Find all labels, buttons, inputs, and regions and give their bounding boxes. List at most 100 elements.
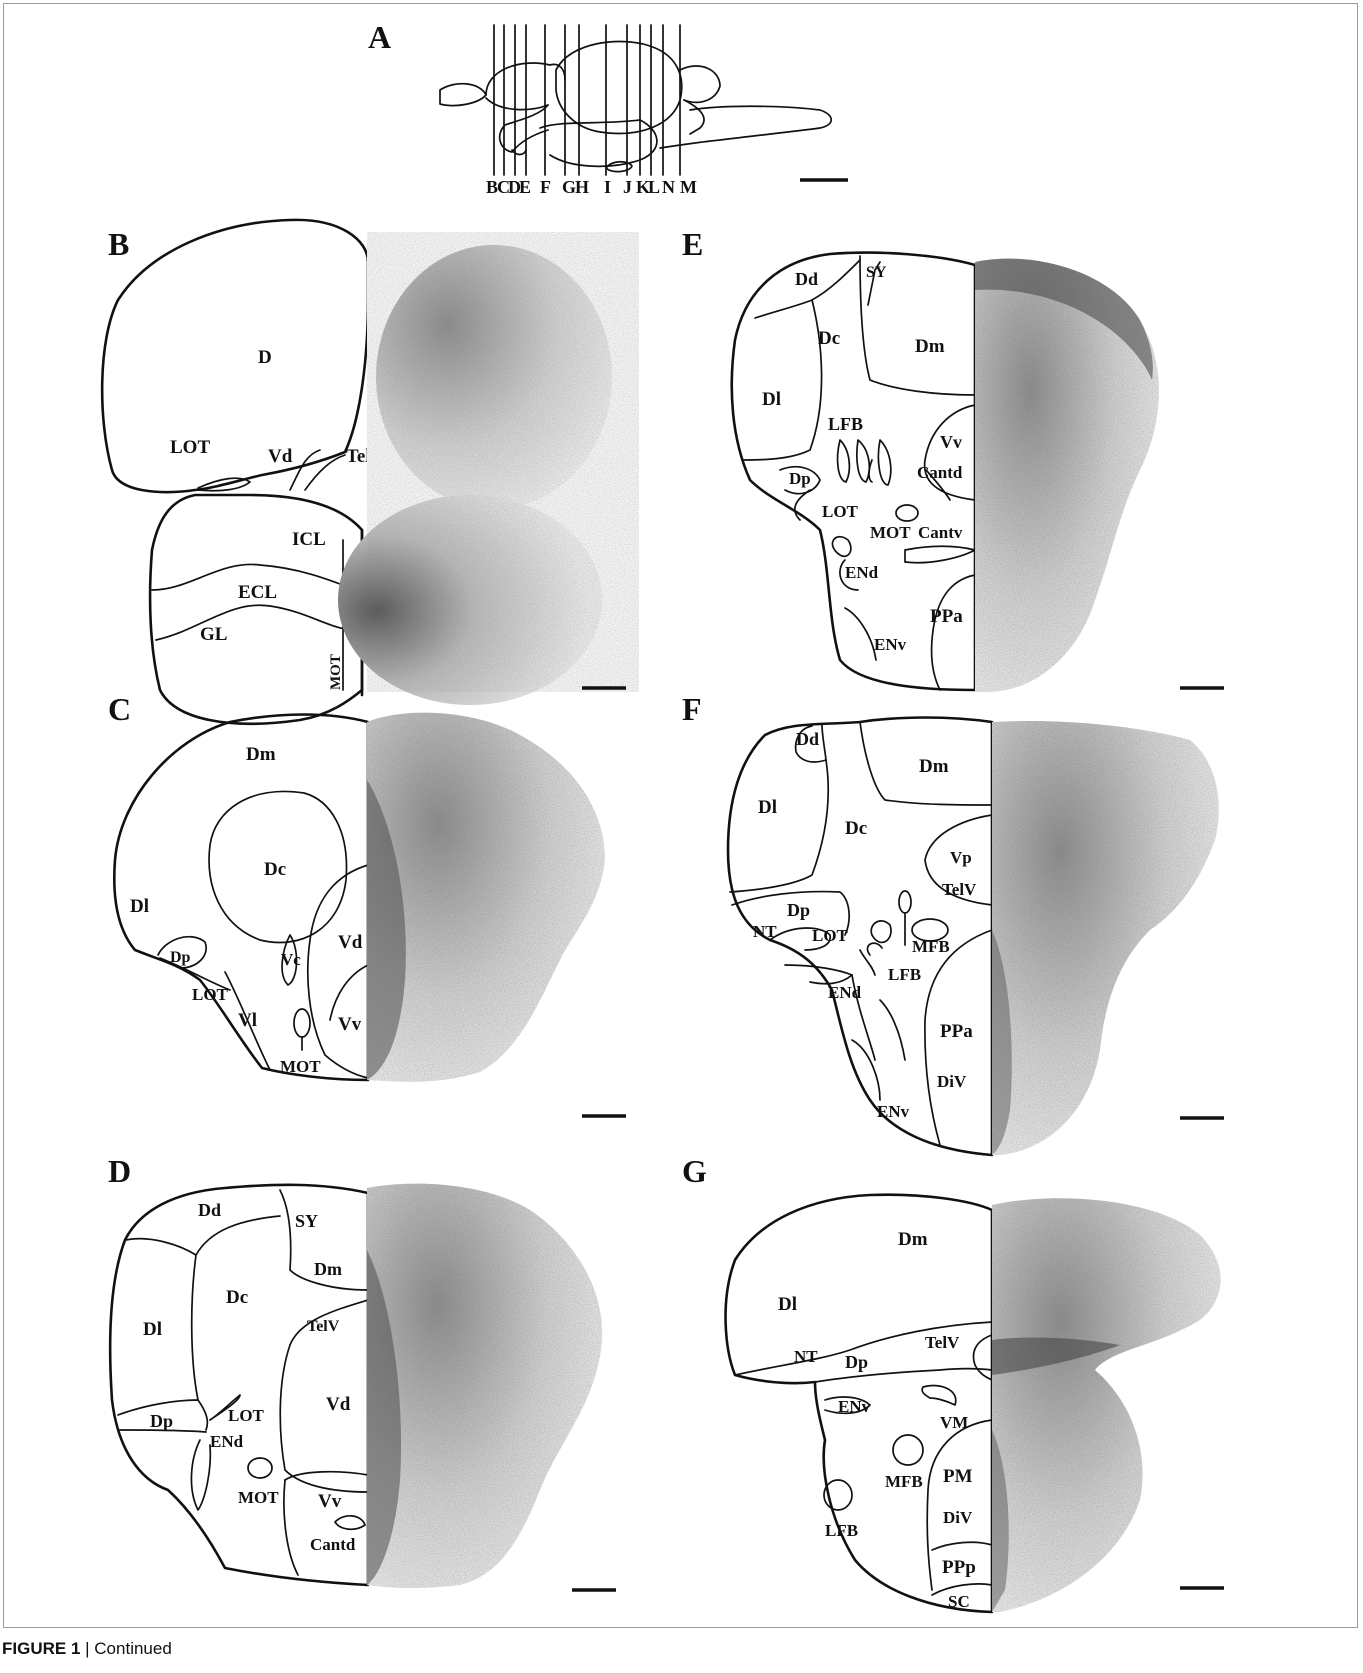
panel-d-micrograph: [367, 1184, 602, 1588]
region-label: ENd: [828, 983, 862, 1002]
region-label: Vl: [238, 1010, 257, 1031]
section-label: J: [623, 177, 632, 197]
region-label: Dp: [789, 469, 811, 488]
region-label: ECL: [238, 582, 277, 603]
region-label: TelV: [942, 880, 977, 899]
region-label: Dl: [758, 797, 777, 818]
region-label: Dm: [314, 1259, 342, 1279]
region-label: SY: [295, 1211, 318, 1231]
region-label: NT: [794, 1347, 818, 1366]
caption-text: Continued: [94, 1639, 172, 1658]
region-label: MFB: [885, 1472, 923, 1491]
panel-d-letter: D: [108, 1153, 131, 1189]
region-label: LOT: [192, 985, 229, 1004]
region-label: Dc: [845, 818, 867, 839]
region-label: SC: [948, 1592, 970, 1611]
panel-c-letter: C: [108, 691, 131, 727]
region-label: Dp: [787, 900, 810, 920]
region-label: Cantv: [918, 523, 963, 542]
panel-d-drawing: [110, 1185, 368, 1585]
panel-g: G Dm Dl TelV NT Dp VM ENv MFB PM LFB DiV: [682, 1153, 1224, 1612]
region-label: ENv: [838, 1397, 871, 1416]
region-label: Dp: [150, 1411, 173, 1431]
region-label: Vd: [326, 1394, 351, 1415]
region-label: DiV: [943, 1508, 973, 1527]
region-label: Vd: [338, 932, 363, 953]
region-label: LOT: [228, 1406, 265, 1425]
section-line-labels: B C D E F G H I J K L N M: [486, 177, 697, 197]
section-label: G: [562, 177, 576, 197]
region-label: Dl: [778, 1294, 797, 1315]
panel-d: D Dd SY Dm Dc Dl TelV Vd Dp LOT EN: [108, 1153, 616, 1590]
panel-e: E SY Dd Dc Dm Dl: [682, 226, 1224, 692]
panel-a-letter: A: [368, 19, 391, 55]
figure-caption: FIGURE 1 | Continued: [2, 1639, 172, 1659]
region-label: LOT: [170, 437, 210, 458]
region-label: LOT: [822, 502, 859, 521]
region-label: MOT: [328, 654, 344, 690]
section-label: E: [519, 177, 531, 197]
region-label: MOT: [870, 523, 911, 542]
panel-f-letter: F: [682, 691, 702, 727]
region-label: Vv: [940, 432, 962, 452]
region-label: Dm: [915, 336, 945, 357]
brain-lateral-schematic: B C D E F G H I J K L N M: [440, 25, 831, 197]
region-label: VM: [940, 1413, 968, 1432]
region-label: Dd: [198, 1200, 221, 1220]
region-label: Dm: [898, 1229, 928, 1250]
region-label: ENd: [845, 563, 879, 582]
region-label: Dc: [818, 328, 840, 349]
region-label: Vv: [338, 1014, 362, 1035]
panel-g-letter: G: [682, 1153, 707, 1189]
panel-c-micrograph: [367, 713, 605, 1082]
region-label: Vp: [950, 848, 972, 867]
region-label: TelV: [925, 1333, 960, 1352]
region-label: PPa: [930, 606, 963, 627]
region-label: PPa: [940, 1021, 973, 1042]
section-label: L: [648, 177, 660, 197]
region-label: LFB: [825, 1521, 858, 1540]
region-label: LFB: [888, 965, 921, 984]
region-label: Dp: [845, 1352, 868, 1372]
panel-b-drawing: [102, 220, 368, 724]
panel-g-micrograph: [992, 1198, 1221, 1612]
panel-b: B D LOT Vd TelV ICL ECL GL MOT: [102, 220, 639, 724]
region-label: Dp: [170, 949, 191, 966]
region-label: LFB: [828, 414, 863, 434]
panel-b-micrograph: [338, 232, 639, 705]
region-label: Dl: [762, 389, 781, 410]
panel-c: C Dm Dl Dc Dp LOT Vc Vd Vl Vv MOT: [108, 691, 626, 1116]
region-label: Dl: [130, 896, 149, 917]
panel-f: F Dd Dm Dl Dc Vp TelV: [682, 691, 1224, 1155]
region-label: Dd: [795, 269, 818, 289]
region-label: PM: [943, 1466, 973, 1487]
region-label: DiV: [937, 1072, 967, 1091]
region-label: GL: [200, 624, 227, 645]
region-label: D: [258, 347, 272, 368]
region-label: Cantd: [917, 463, 963, 482]
section-label: I: [604, 177, 611, 197]
region-label: MFB: [912, 937, 950, 956]
region-label: Dl: [143, 1319, 162, 1340]
region-label: Dc: [264, 859, 286, 880]
panel-e-letter: E: [682, 226, 703, 262]
region-label: Cantd: [310, 1535, 356, 1554]
region-label: Vc: [281, 950, 301, 969]
region-label: Dc: [226, 1287, 248, 1308]
region-label: Dm: [919, 756, 949, 777]
region-label: PPp: [942, 1557, 976, 1578]
panel-b-letter: B: [108, 226, 129, 262]
region-label: Dd: [796, 729, 819, 749]
region-label: ENv: [874, 635, 907, 654]
section-label: N: [662, 177, 675, 197]
panel-a: A: [368, 19, 848, 197]
region-label: Dm: [246, 744, 276, 765]
section-label: F: [540, 177, 551, 197]
region-label: ENv: [877, 1102, 910, 1121]
caption-separator: |: [80, 1639, 94, 1658]
section-label: M: [680, 177, 697, 197]
region-label: SY: [866, 264, 887, 281]
panel-e-micrograph: [975, 259, 1159, 692]
region-label: LOT: [812, 926, 849, 945]
